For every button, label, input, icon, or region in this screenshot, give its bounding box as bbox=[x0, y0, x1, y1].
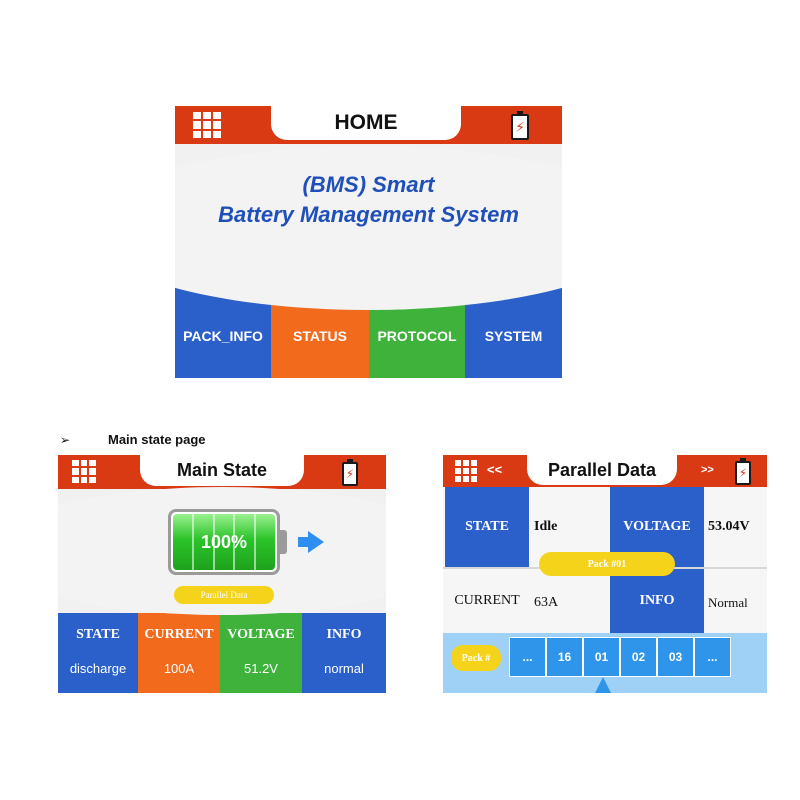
info-value: normal bbox=[324, 661, 364, 676]
pack-cell[interactable]: ... bbox=[694, 637, 731, 677]
battery-percent: 100% bbox=[200, 532, 248, 552]
battery-charge-icon: ⚡ bbox=[511, 111, 529, 140]
pack-number-button[interactable]: Pack # bbox=[451, 645, 501, 671]
voltage-value: 51.2V bbox=[244, 661, 278, 676]
pack-pointer-icon bbox=[595, 677, 611, 693]
current-cell: CURRENT 100A bbox=[138, 613, 220, 693]
battery-level-icon: 100% bbox=[168, 509, 280, 575]
menu-grid-icon[interactable] bbox=[72, 460, 96, 483]
parallel-data-button[interactable]: Parallel Data bbox=[174, 586, 274, 604]
current-header: CURRENT bbox=[144, 627, 214, 642]
pack-cell[interactable]: 02 bbox=[620, 637, 657, 677]
current-value: 63A bbox=[534, 595, 559, 610]
battery-fill bbox=[173, 514, 275, 570]
battery-terminal bbox=[280, 530, 287, 554]
info-header: INFO bbox=[326, 627, 362, 642]
state-cell: STATE discharge bbox=[58, 613, 138, 693]
status-label: STATUS bbox=[293, 328, 347, 344]
voltage-value: 53.04V bbox=[708, 519, 750, 534]
next-page-button[interactable]: >> bbox=[701, 464, 714, 476]
battery-segments bbox=[173, 514, 275, 570]
prev-page-button[interactable]: << bbox=[487, 462, 503, 477]
pack-cell[interactable]: 16 bbox=[546, 637, 583, 677]
state-label-cell: STATE bbox=[445, 487, 529, 567]
current-label-cell: CURRENT bbox=[445, 569, 529, 633]
state-value: discharge bbox=[69, 661, 127, 676]
battery-charge-icon: ⚡ bbox=[735, 458, 751, 485]
voltage-header: VOLTAGE bbox=[227, 627, 295, 642]
protocol-label: PROTOCOL bbox=[377, 328, 457, 344]
pack-selected-pill[interactable]: Pack #01 bbox=[539, 552, 675, 576]
caption-text: Main state page bbox=[108, 432, 206, 447]
parallel-data-screen: << Parallel Data >> ⚡ STATE Idle VOLTAGE… bbox=[443, 455, 767, 693]
home-background-arc bbox=[175, 146, 562, 310]
info-value: Normal bbox=[708, 595, 748, 610]
pack-cell[interactable]: 03 bbox=[657, 637, 694, 677]
menu-grid-icon[interactable] bbox=[193, 112, 221, 138]
arrow-right-icon-stem bbox=[298, 537, 310, 547]
pack-cell[interactable]: 01 bbox=[583, 637, 620, 677]
home-heading-line1: (BMS) Smart bbox=[302, 172, 435, 197]
caption-bullet: ➢ bbox=[60, 433, 71, 447]
state-value: Idle bbox=[534, 519, 558, 534]
voltage-cell: VOLTAGE 51.2V bbox=[220, 613, 302, 693]
battery-charge-icon: ⚡ bbox=[342, 459, 358, 486]
pack-info-label: PACK_INFO bbox=[183, 328, 263, 344]
home-heading-line2: Battery Management System bbox=[218, 202, 519, 227]
home-title: HOME bbox=[271, 106, 461, 140]
info-cell: INFO normal bbox=[302, 613, 386, 693]
info-label-cell: INFO bbox=[610, 569, 704, 633]
home-screen: HOME ⚡ PACK_INFO STATUS PROTOCOL SYSTEM … bbox=[175, 106, 562, 378]
arrow-right-icon[interactable] bbox=[308, 531, 324, 553]
system-label: SYSTEM bbox=[484, 328, 543, 344]
state-header: STATE bbox=[76, 627, 120, 642]
current-value: 100A bbox=[163, 661, 195, 676]
menu-grid-icon[interactable] bbox=[455, 460, 477, 482]
main-state-screen: Main State ⚡ STATE discharge CURRENT 100… bbox=[58, 455, 386, 693]
parallel-title: Parallel Data bbox=[527, 455, 677, 485]
pack-cell[interactable]: ... bbox=[509, 637, 546, 677]
main-state-title: Main State bbox=[140, 455, 304, 486]
